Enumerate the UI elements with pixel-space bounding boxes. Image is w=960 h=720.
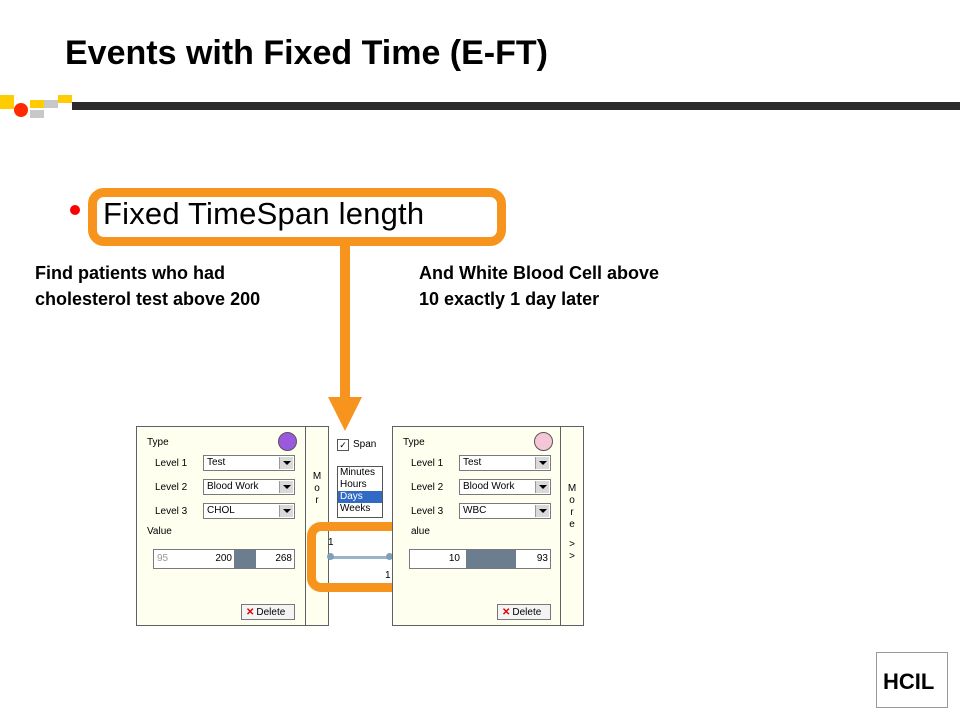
delete-button[interactable]: ✕Delete <box>497 604 551 620</box>
level-3-select[interactable]: CHOL <box>203 503 295 519</box>
close-icon: ✕ <box>502 607 511 618</box>
level-3-value: WBC <box>463 505 487 516</box>
hcil-logo: HCIL <box>876 652 948 708</box>
level-2-select[interactable]: Blood Work <box>203 479 295 495</box>
bullet-dot <box>70 205 80 215</box>
level-1-value: Test <box>463 457 482 468</box>
right-event-panel: Type Level 1 Test Level 2 Blood Work Lev… <box>392 426 562 626</box>
bullet-highlight-box <box>88 188 506 246</box>
range-fill[interactable] <box>234 550 256 568</box>
decor-dot-red <box>14 103 28 117</box>
level-3-select[interactable]: WBC <box>459 503 551 519</box>
level-1-select[interactable]: Test <box>459 455 551 471</box>
range-high-input[interactable]: 268 <box>275 553 292 564</box>
level-3-value: CHOL <box>207 505 235 516</box>
left-event-panel: Type Level 1 Test Level 2 Blood Work Lev… <box>136 426 306 626</box>
delete-label: Delete <box>256 607 286 618</box>
span-timeline[interactable] <box>330 556 390 559</box>
unit-days[interactable]: Days <box>338 491 382 503</box>
level-2-label: Level 2 <box>411 482 444 493</box>
level-2-label: Level 2 <box>155 482 188 493</box>
range-min: 95 <box>157 553 169 564</box>
chevron-down-icon[interactable] <box>279 505 293 517</box>
level-2-value: Blood Work <box>207 481 259 492</box>
decor-square-yellow-3 <box>58 95 72 103</box>
decor-square-grey-2 <box>30 110 44 118</box>
more-letter: e <box>569 519 575 530</box>
level-2-value: Blood Work <box>463 481 515 492</box>
span-widget: ✓ Span Minutes Hours Days Weeks <box>333 436 391 586</box>
span-label: Span <box>353 439 377 450</box>
range-low-input[interactable]: 10 <box>448 553 460 564</box>
more-letter: o <box>569 495 575 506</box>
bullet-text: Fixed TimeSpan length <box>103 196 425 231</box>
chevron-down-icon[interactable] <box>535 481 549 493</box>
type-label: Type <box>403 437 425 448</box>
more-letter: r <box>315 495 319 506</box>
chevron-right-icon: > <box>569 551 575 562</box>
span-handle-start[interactable] <box>327 553 334 560</box>
decor-square-grey <box>44 100 58 108</box>
value-range-slider[interactable]: 95 200 268 <box>153 549 295 569</box>
slide-title: Events with Fixed Time (E-FT) <box>65 34 548 72</box>
span-handle-end[interactable] <box>386 553 393 560</box>
more-letter: M <box>567 483 577 494</box>
chevron-down-icon[interactable] <box>535 457 549 469</box>
more-button-right[interactable]: M o r e > > <box>560 426 584 626</box>
level-3-label: Level 3 <box>155 506 188 517</box>
chevron-right-icon: > <box>569 539 575 550</box>
value-range-slider[interactable]: 10 93 <box>409 549 551 569</box>
more-letter: r <box>570 507 574 518</box>
event-color-circle[interactable] <box>278 432 297 451</box>
level-1-label: Level 1 <box>411 458 444 469</box>
level-1-select[interactable]: Test <box>203 455 295 471</box>
range-low-input[interactable]: 200 <box>215 553 232 564</box>
note-right: And White Blood Cell above 10 exactly 1 … <box>419 263 660 309</box>
more-letter: o <box>314 483 320 494</box>
close-icon: ✕ <box>246 607 255 618</box>
chevron-down-icon[interactable] <box>279 481 293 493</box>
callout-arrow-head <box>328 397 362 431</box>
span-start-value: 1 <box>328 537 334 548</box>
range-fill[interactable] <box>466 550 516 568</box>
unit-hours[interactable]: Hours <box>340 479 367 490</box>
title-rule <box>72 102 960 110</box>
level-1-value: Test <box>207 457 226 468</box>
level-1-label: Level 1 <box>155 458 188 469</box>
decor-square-yellow <box>0 95 14 109</box>
span-end-value: 1 <box>385 570 391 581</box>
event-color-circle[interactable] <box>534 432 553 451</box>
level-3-label: Level 3 <box>411 506 444 517</box>
decor-square-yellow-2 <box>30 100 44 108</box>
unit-minutes[interactable]: Minutes <box>340 467 376 478</box>
callout-arrow-shaft <box>340 246 350 398</box>
note-left: Find patients who had cholesterol test a… <box>35 263 261 309</box>
delete-button[interactable]: ✕Delete <box>241 604 295 620</box>
level-2-select[interactable]: Blood Work <box>459 479 551 495</box>
span-checkbox[interactable]: ✓ <box>337 439 349 451</box>
range-high-input[interactable]: 93 <box>536 553 548 564</box>
value-label: alue <box>411 526 430 537</box>
time-unit-list[interactable]: Minutes Hours Days Weeks <box>337 466 383 518</box>
value-label: Value <box>147 526 172 537</box>
more-letter: M <box>312 471 322 482</box>
unit-weeks[interactable]: Weeks <box>340 503 371 514</box>
delete-label: Delete <box>512 607 542 618</box>
logo-text: HCIL <box>883 669 935 694</box>
chevron-down-icon[interactable] <box>279 457 293 469</box>
chevron-down-icon[interactable] <box>535 505 549 517</box>
type-label: Type <box>147 437 169 448</box>
